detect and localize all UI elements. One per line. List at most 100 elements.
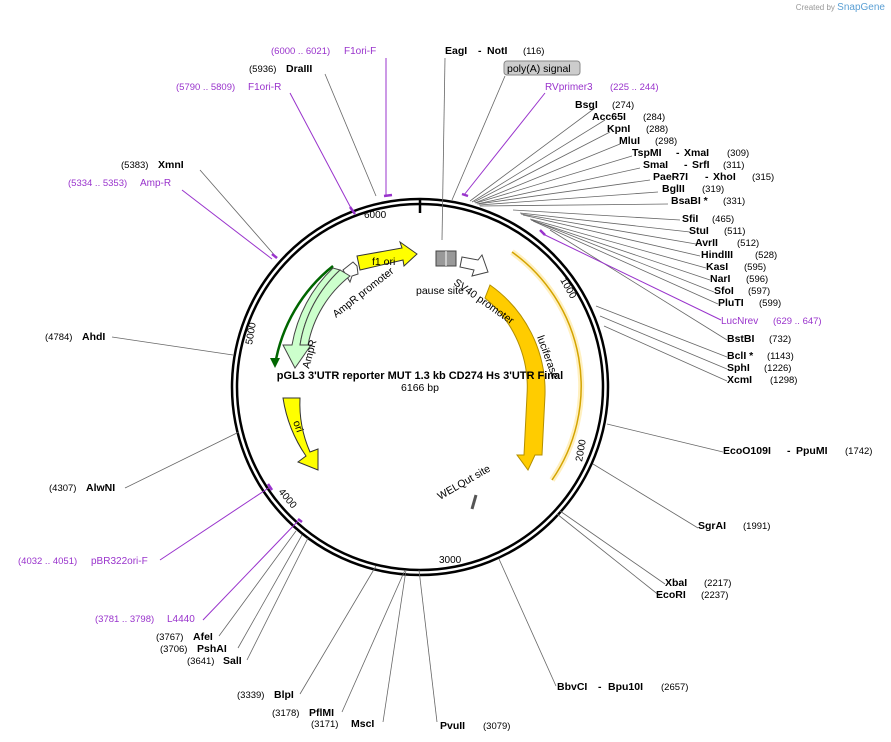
site-pvuii: PvuII [440, 720, 465, 732]
site-xbai: XbaI [665, 577, 687, 589]
site-avrii-pos: (512) [737, 238, 759, 249]
site-name-2: NotI [487, 45, 507, 57]
site-acc65i: Acc65I [592, 111, 626, 123]
site-afei: AfeI [193, 631, 213, 643]
site-bstbi-pos: (732) [769, 334, 791, 345]
site-sphi-pos: (1226) [764, 363, 791, 374]
created-by-label: Created by [795, 3, 835, 12]
snapgene-watermark: Created by SnapGene [796, 2, 885, 13]
site-tspmi: TspMI [632, 147, 662, 159]
site-bcli: BclI * [727, 350, 754, 362]
site-pos: (5936) [249, 64, 276, 75]
site-name: DraIII [286, 63, 312, 75]
site-mlui-pos: (298) [655, 136, 677, 147]
site-xcmi-pos: (1298) [770, 375, 797, 386]
site-pshai-pos: (3706) [160, 644, 187, 655]
plasmid-name: pGL3 3'UTR reporter MUT 1.3 kb CD274 Hs … [277, 370, 563, 382]
label-dra3: (5936) DraIII [249, 63, 312, 75]
primer-range: (5334 .. 5353) [68, 178, 127, 189]
site-pvuii-pos: (3079) [483, 721, 510, 732]
site-pflmi-pos: (3178) [272, 708, 299, 719]
bottom-site-labels: PvuII (3079) (3171) MscI (3178) PflMI (3… [95, 614, 510, 732]
plasmid-length: 6166 bp [401, 382, 439, 394]
tick-2000: 2000 [574, 438, 589, 462]
site-sali-pos: (3641) [187, 656, 214, 667]
site-avrii: AvrII [695, 237, 718, 249]
snapgene-brand: SnapGene [837, 2, 885, 13]
site-blpi: BlpI [274, 689, 294, 701]
site-paer7i-pos: (315) [752, 172, 774, 183]
site-sgrai: SgrAI [698, 520, 726, 532]
site-pos: (116) [523, 46, 544, 57]
site-sali: SalI [223, 655, 242, 667]
green-primer-arrowhead [270, 358, 280, 368]
primer-pbr322ori: pBR322ori-F [91, 556, 148, 567]
label-amp-r: (5334 .. 5353) Amp-R [68, 178, 171, 189]
primer-range: (225 .. 244) [610, 82, 659, 93]
site-name: EagI [445, 45, 467, 57]
site-blpi-pos: (3339) [237, 690, 264, 701]
site-tspmi-pos: (309) [727, 148, 749, 159]
site-name: XmnI [158, 159, 184, 171]
pause-site-label: pause site [416, 285, 464, 297]
primer-l4440-range: (3781 .. 3798) [95, 614, 154, 625]
site-alwni-pos: (4307) [49, 483, 76, 494]
site-sfoi-pos: (597) [748, 286, 770, 297]
green-primer-arc [273, 265, 334, 366]
primer-lucnrev-range: (629 .. 647) [773, 316, 822, 327]
primer-range: (6000 .. 6021) [271, 46, 330, 57]
site-sfii-pos: (465) [712, 214, 734, 225]
primer-name: RVprimer3 [545, 82, 593, 93]
pause-site-feature: pause site [416, 250, 464, 297]
site-bsgi: BsgI [575, 99, 598, 111]
site-xhoi: XhoI [713, 171, 736, 183]
site-ecori: EcoRI [656, 589, 686, 601]
svg-text:-: - [598, 681, 602, 693]
site-kpni-pos: (288) [646, 124, 668, 135]
site-xcmi: XcmI [727, 374, 752, 386]
polya-signal-label: poly(A) signal [507, 63, 571, 75]
site-bcli-pos: (1143) [767, 351, 794, 362]
svg-text:-: - [684, 159, 688, 171]
site-bsabi-pos: (331) [723, 196, 745, 207]
site-bpu10i: Bpu10I [608, 681, 643, 693]
label-rvprimer3: RVprimer3 (225 .. 244) [545, 82, 659, 93]
site-nari-pos: (596) [746, 274, 768, 285]
site-ecori-pos: (2237) [701, 590, 728, 601]
primer-name: F1ori-F [344, 46, 376, 57]
tick-6000: 6000 [364, 210, 387, 221]
tick-4000: 4000 [276, 487, 299, 511]
primer-lines [159, 58, 722, 621]
site-bsabi: BsaBI * [671, 195, 709, 207]
site-mlui: MluI [619, 135, 640, 147]
site-sfii: SfiI [682, 213, 698, 225]
site-bbvci-pos: (2657) [661, 682, 688, 693]
site-msci-pos: (3171) [311, 719, 338, 730]
tick-5000: 5000 [244, 321, 259, 345]
site-sphi: SphI [727, 362, 750, 374]
primer-range: (5790 .. 5809) [176, 82, 235, 93]
svg-text:-: - [787, 445, 791, 457]
site-hindiii-pos: (528) [755, 250, 777, 261]
site-bsgi-pos: (274) [612, 100, 634, 111]
site-xbai-pos: (2217) [704, 578, 731, 589]
site-afei-pos: (3767) [156, 632, 183, 643]
site-nari: NarI [710, 273, 731, 285]
label-xmni: (5383) XmnI [121, 159, 184, 171]
site-kasi-pos: (595) [744, 262, 766, 273]
svg-text:-: - [478, 45, 482, 57]
primer-name: F1ori-R [248, 82, 281, 93]
site-pshai: PshAI [197, 643, 227, 655]
site-ecoo109i: EcoO109I [723, 445, 771, 457]
site-msci: MscI [351, 718, 374, 730]
site-stui-pos: (511) [724, 226, 745, 237]
polya-signal-badge: poly(A) signal [503, 60, 581, 76]
primer-lucnrev: LucNrev [721, 316, 758, 327]
f1-ori-feature: f1 ori [356, 240, 418, 271]
ampr-feature: AmpR [282, 267, 351, 370]
site-paer7i: PaeR7I [653, 171, 688, 183]
primer-name: Amp-R [140, 178, 171, 189]
tick-3000: 3000 [439, 555, 462, 566]
svg-text:-: - [705, 171, 709, 183]
site-bglii-pos: (319) [702, 184, 724, 195]
